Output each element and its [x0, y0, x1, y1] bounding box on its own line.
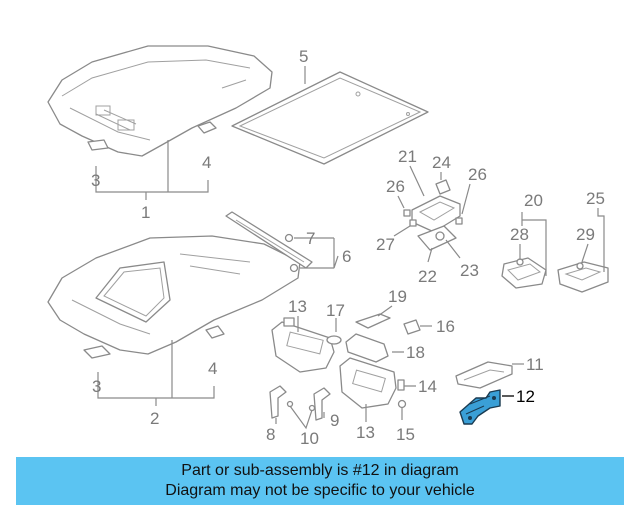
callout-27: 27 [376, 235, 395, 254]
screws-10 [286, 400, 316, 412]
clip-17 [326, 335, 342, 345]
headliner-2 [47, 235, 301, 355]
callout-4-bottom: 4 [208, 359, 217, 378]
mirror-19 [355, 313, 391, 329]
callout-10: 10 [300, 429, 319, 448]
callout-6: 6 [342, 247, 351, 266]
leader-2 [97, 340, 215, 406]
banner-line-2: Diagram may not be specific to your vehi… [165, 482, 475, 499]
leader-1 [95, 140, 209, 200]
grip-9 [313, 387, 331, 421]
callout-23: 23 [460, 261, 479, 280]
sun-visor-13-right [339, 357, 397, 409]
callout-26-right: 26 [468, 165, 487, 184]
callout-12: 12 [516, 387, 535, 406]
leader-8-10 [275, 405, 325, 430]
callout-19: 19 [388, 287, 407, 306]
roof-rail-6 [225, 211, 313, 269]
lamp-4-top [197, 121, 217, 134]
grip-11 [455, 361, 513, 389]
clips-26-27 [403, 209, 463, 241]
mirror-18 [345, 333, 389, 363]
callout-18: 18 [406, 343, 425, 362]
callout-3-bottom: 3 [92, 377, 101, 396]
banner-line-1: Part or sub-assembly is #12 in diagram [181, 462, 459, 479]
callout-28: 28 [510, 225, 529, 244]
lamp-25 [557, 261, 609, 293]
callout-24: 24 [432, 153, 451, 172]
callout-13-left: 13 [288, 297, 307, 316]
callout-7: 7 [306, 229, 315, 248]
lamp-4-bottom [205, 325, 225, 339]
callout-29: 29 [576, 225, 595, 244]
callout-4-top: 4 [202, 153, 211, 172]
callout-5: 5 [299, 47, 308, 66]
console-21 [411, 195, 461, 233]
clip-15 [397, 399, 407, 409]
callout-16: 16 [436, 317, 455, 336]
leader-25 [581, 208, 605, 272]
lamp-20 [501, 257, 547, 289]
callout-25: 25 [586, 189, 605, 208]
callout-20: 20 [524, 191, 543, 210]
connector-16 [403, 319, 421, 335]
parts-diagram: 1 3 4 5 2 3 4 6 7 8 9 10 11 12 13 13 14 … [47, 45, 609, 448]
grip-3-bottom [83, 345, 111, 359]
callout-11: 11 [526, 355, 544, 374]
callout-9: 9 [330, 411, 339, 430]
sun-visor-13-left [271, 317, 335, 373]
callout-22: 22 [418, 267, 437, 286]
leader-14-15 [401, 385, 416, 420]
callout-1: 1 [141, 203, 150, 222]
headliner-1 [47, 45, 273, 157]
leader-18-19 [377, 305, 404, 353]
callout-3-top: 3 [91, 171, 100, 190]
callout-17: 17 [326, 301, 345, 320]
roof-panel-5 [231, 71, 429, 165]
leader-6-7 [294, 237, 339, 269]
info-banner: Part or sub-assembly is #12 in diagram D… [16, 457, 624, 505]
callout-2: 2 [150, 409, 159, 428]
bracket-12-highlighted [459, 389, 501, 425]
grip-8 [269, 385, 287, 419]
grip-3-top [87, 139, 109, 151]
clip-14 [397, 379, 405, 391]
callout-26-left: 26 [386, 177, 405, 196]
clip-7 [284, 233, 299, 273]
callout-15: 15 [396, 425, 415, 444]
callout-13-right: 13 [356, 423, 375, 442]
leader-20 [519, 212, 547, 276]
callout-21: 21 [398, 147, 417, 166]
callout-14: 14 [418, 377, 437, 396]
bulb-24 [435, 179, 451, 195]
leader-21-27 [393, 165, 471, 263]
callout-8: 8 [266, 425, 275, 444]
